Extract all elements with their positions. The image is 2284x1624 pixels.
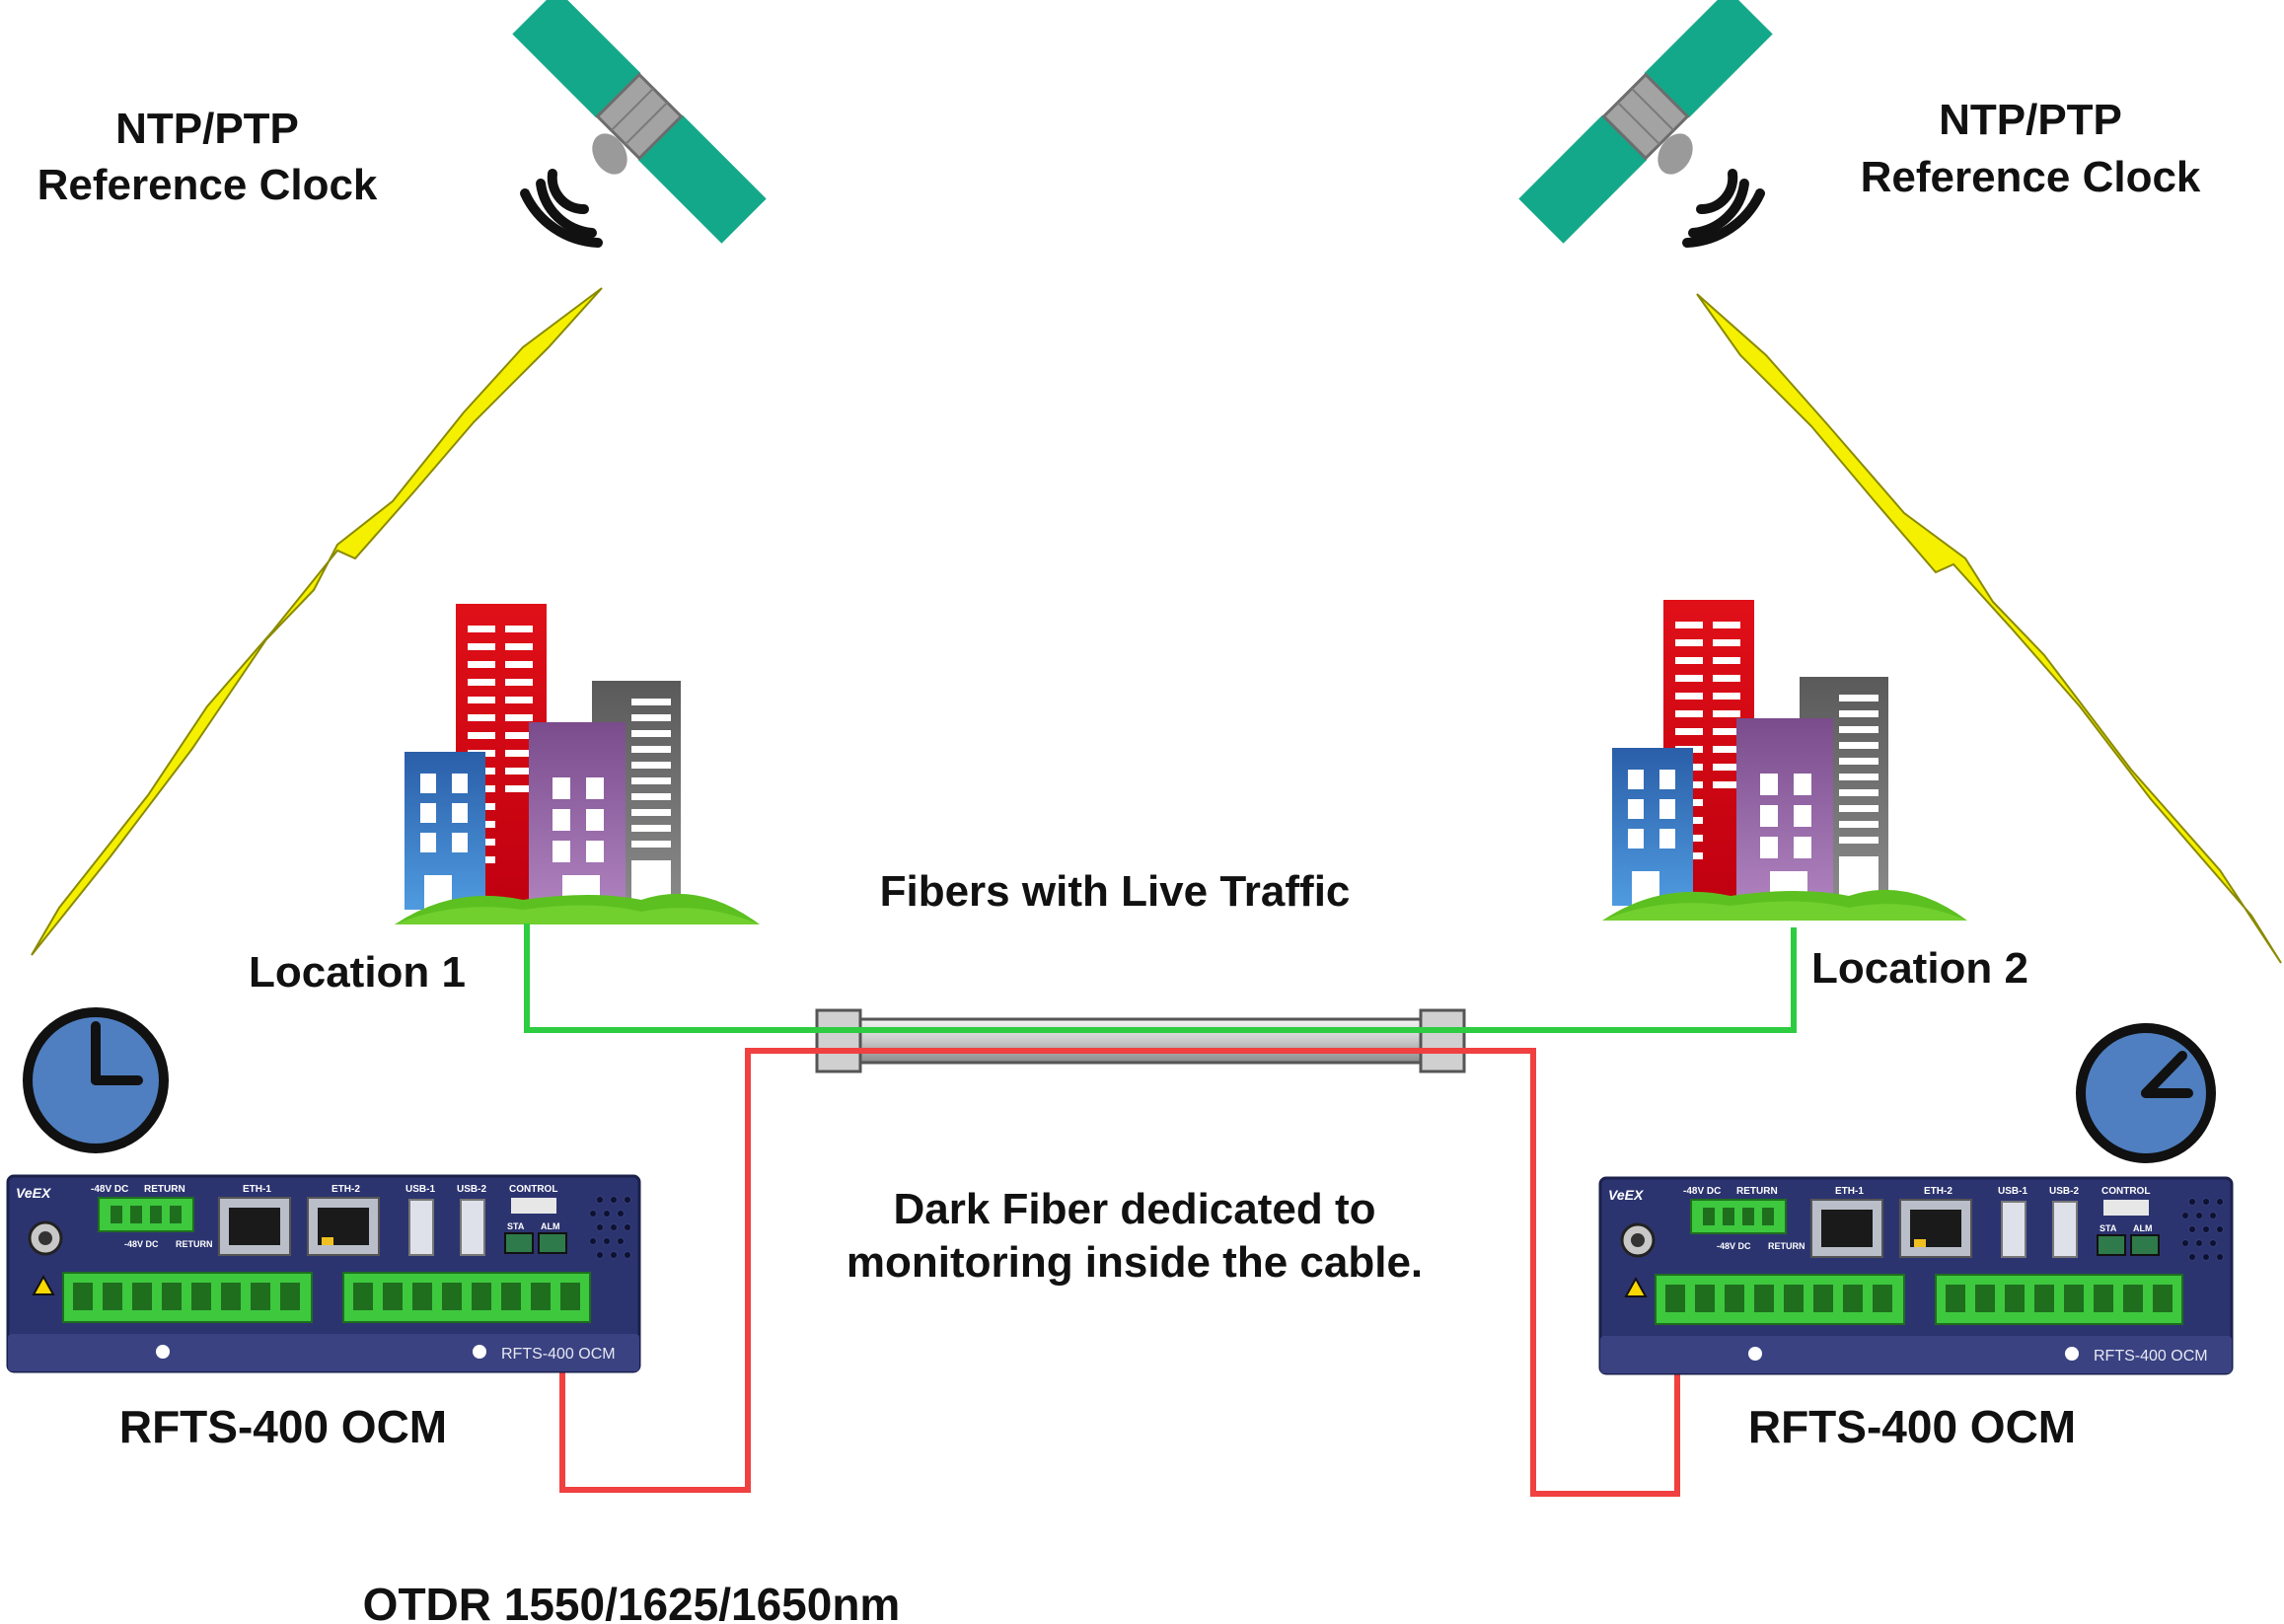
device-left-label: RFTS-400 OCM [119, 1401, 447, 1452]
clock-left-label-line2: Reference Clock [37, 161, 378, 209]
dark-fiber-label-line2: monitoring inside the cable. [847, 1238, 1423, 1287]
live-traffic-label: Fibers with Live Traffic [880, 867, 1351, 916]
rfts-device-left [6, 1174, 641, 1373]
clock-right-label-line2: Reference Clock [1861, 153, 2201, 201]
location2-label: Location 2 [1811, 944, 2028, 993]
buildings-icon-location2 [1602, 600, 1967, 921]
clock-icon-left [23, 1007, 169, 1153]
dark-fiber [559, 1048, 1680, 1497]
clock-right-label-line1: NTP/PTP [1939, 96, 2122, 144]
fiber-cable [815, 1008, 1466, 1073]
device-right-label: RFTS-400 OCM [1748, 1401, 2076, 1452]
rfts-device-right [1598, 1176, 2234, 1375]
lightning-bolt-left [31, 287, 603, 956]
clock-icon-right [2076, 1023, 2216, 1163]
live-traffic-fiber [524, 923, 1797, 1033]
buildings-icon-location1 [395, 604, 760, 924]
satellite-icon-left [510, 0, 769, 248]
dark-fiber-label-line1: Dark Fiber dedicated to [893, 1185, 1375, 1233]
satellite-icon-right [1516, 0, 1775, 248]
lightning-bolt-right [1696, 293, 2282, 964]
otdr-label: OTDR 1550/1625/1650nm [363, 1579, 901, 1624]
location1-label: Location 1 [249, 948, 466, 997]
clock-left-label-line1: NTP/PTP [115, 105, 299, 153]
